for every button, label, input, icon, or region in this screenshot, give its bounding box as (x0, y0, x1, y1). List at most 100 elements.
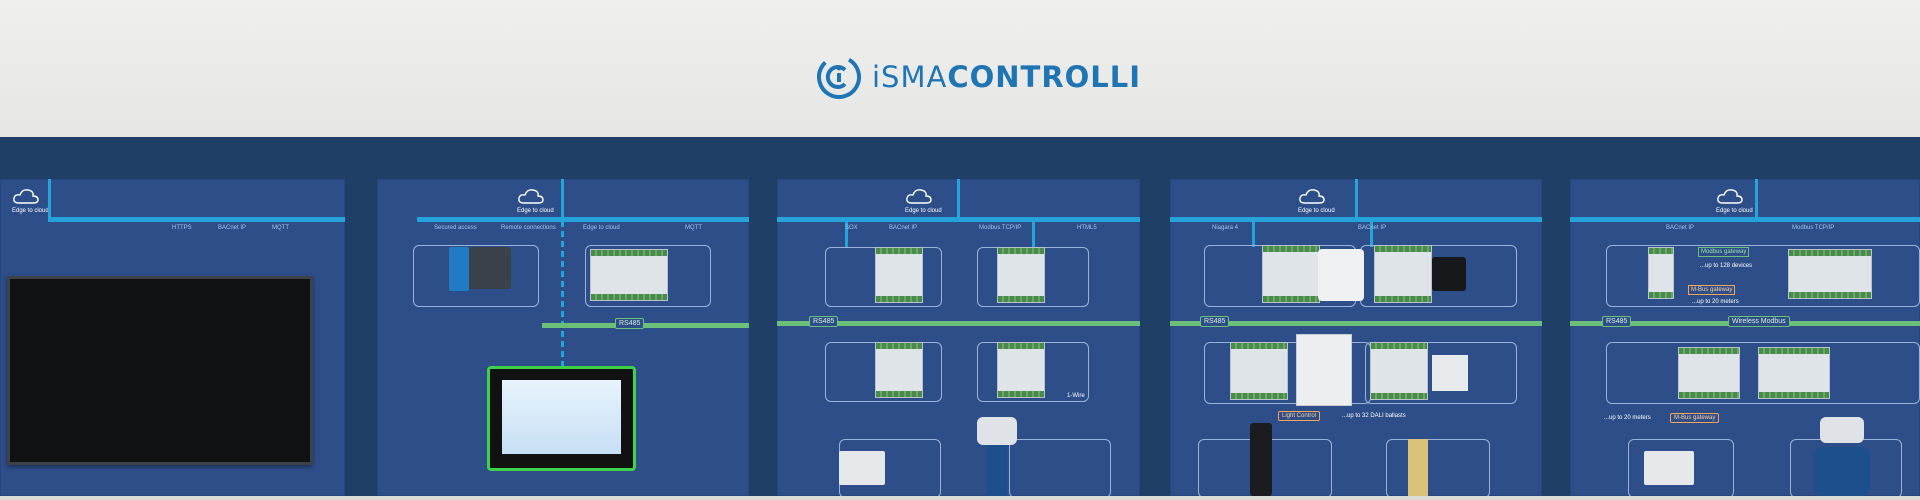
ip-bus (1570, 217, 1920, 222)
ip-bus-drop (561, 179, 564, 221)
ip-bus (48, 217, 345, 222)
gateway-label: M-Bus gateway (1688, 285, 1736, 295)
cloud-icon (518, 189, 544, 204)
cloud-caption: Edge to cloud (12, 208, 49, 214)
protocol-label: BACnet IP (218, 225, 247, 231)
router-module (449, 247, 469, 291)
sensor-probe (1250, 423, 1272, 496)
ip-bus-drop (845, 217, 848, 247)
heat-meter (1644, 451, 1694, 485)
controller-module (997, 247, 1045, 303)
thermostatic-valve (1408, 439, 1428, 496)
rs485-bus (542, 323, 749, 328)
light-control-badge: Light Control (1278, 411, 1321, 421)
ip-bus (1170, 217, 1542, 222)
protocol-label: Secured access (434, 225, 477, 231)
protocol-label: BACnet IP (1666, 225, 1695, 231)
ip-bus-drop (1370, 217, 1373, 247)
rs485-label: RS485 (1200, 316, 1230, 327)
controller-module (1230, 342, 1288, 400)
valve-actuator (1814, 417, 1870, 496)
protocol-label: Edge to cloud (583, 225, 620, 231)
wall-monitor (7, 276, 313, 465)
cloud-icon (1299, 189, 1325, 204)
controller-module (590, 249, 668, 301)
upper-wall (0, 0, 1920, 137)
protocol-label: BACnet IP (1358, 225, 1387, 231)
device-card (1365, 342, 1517, 404)
device-card (1009, 439, 1111, 498)
brand-logo: iSMACONTROLLI (816, 52, 1141, 102)
demo-panel-4: Edge to cloud Niagara 4 BACnet IP RS485 … (1170, 179, 1542, 498)
controller-module (1788, 249, 1872, 299)
heat-meter (839, 451, 885, 485)
ip-bus-drop (1032, 217, 1035, 247)
logo-text-bold: CONTROLLI (947, 60, 1142, 94)
ip-bus-dashed (561, 221, 564, 371)
controller-module (875, 247, 923, 303)
rs485-label: RS485 (1602, 316, 1632, 327)
cloud-caption: Edge to cloud (1298, 208, 1335, 214)
controller-module (1262, 245, 1320, 303)
ip-bus (777, 217, 1140, 222)
controller-module (1374, 245, 1432, 303)
protocol-label: MQTT (685, 225, 702, 231)
wall-switch (1432, 355, 1468, 391)
ip-bus-drop (1755, 179, 1758, 221)
room-thermostat (1318, 249, 1364, 301)
protocol-label: MQTT (272, 225, 289, 231)
rs485-label: RS485 (615, 318, 645, 329)
cloud-icon (13, 189, 39, 204)
room-panel-dark (1432, 257, 1466, 291)
meter-count-note: ...up to 20 meters (1692, 299, 1739, 305)
controller-module (1678, 347, 1740, 399)
demo-panel-2: Edge to cloud Secured access Remote conn… (377, 179, 749, 496)
ip-bus (417, 217, 749, 222)
device-card (585, 245, 711, 307)
gateway-label: Modbus gateway (1698, 247, 1750, 257)
ip-bus-drop (48, 179, 51, 221)
cloud-icon (906, 189, 932, 204)
tablet-screen (502, 380, 621, 454)
ip-bus-drop (1355, 179, 1358, 221)
controller-module (1648, 247, 1674, 299)
floor-edge (0, 496, 1920, 500)
meter-count-note: ...up to 20 meters (1604, 415, 1651, 421)
dali-note: ...up to 32 DALI ballasts (1342, 413, 1406, 419)
controller-module (1758, 347, 1830, 399)
rs485-bus (1170, 321, 1542, 326)
protocol-label: Modbus TCP/IP (979, 225, 1022, 231)
controller-module (875, 342, 923, 398)
cloud-caption: Edge to cloud (517, 208, 554, 214)
cloud-icon (1717, 189, 1743, 204)
protocol-label: HTTPS (172, 225, 192, 231)
protocol-label: Niagara 4 (1212, 225, 1239, 231)
device-card (1386, 439, 1490, 498)
rs485-label: RS485 (809, 316, 839, 327)
rs485-bus (777, 321, 1140, 326)
demo-panel-5: Edge to cloud BACnet IP Modbus TCP/IP Mo… (1570, 179, 1920, 498)
logo-mark-icon (817, 55, 861, 99)
protocol-label: HTML5 (1077, 225, 1097, 231)
protocol-label: BACnet IP (889, 225, 918, 231)
protocol-label: Modbus TCP/IP (1792, 225, 1835, 231)
bus-tag: 1-Wire (1067, 393, 1085, 399)
ip-bus-drop (1252, 217, 1255, 247)
protocol-label: SOX (845, 225, 858, 231)
gateway-label: M-Bus gateway (1670, 413, 1720, 423)
device-count-note: ...up to 128 devices (1700, 263, 1753, 269)
wireless-modbus-label: Wireless Modbus (1728, 316, 1790, 327)
device-card (413, 245, 539, 307)
ip-bus-drop (957, 179, 960, 221)
protocol-label: Remote connections (501, 225, 556, 231)
demo-panel-3: Edge to cloud SOX BACnet IP Modbus TCP/I… (777, 179, 1140, 498)
controller-module (1370, 342, 1428, 400)
touch-panel-tablet (487, 366, 636, 471)
cloud-caption: Edge to cloud (1716, 208, 1753, 214)
cloud-caption: Edge to cloud (905, 208, 942, 214)
dali-power-supply (1296, 334, 1352, 406)
valve-actuator (973, 417, 1021, 496)
controller-module (997, 342, 1045, 398)
logo-text: iSMACONTROLLI (872, 60, 1141, 94)
logo-text-thin: iSMA (872, 60, 948, 94)
